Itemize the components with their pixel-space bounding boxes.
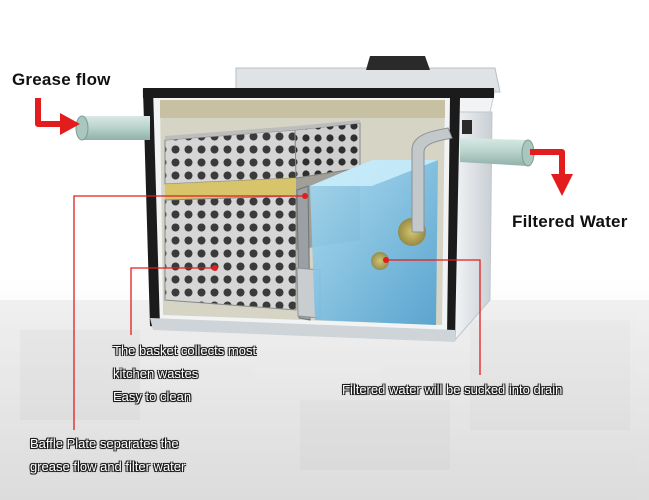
basket-annotation-line: Easy to clean xyxy=(113,389,192,404)
drain-annotation-line: Filtered water will be sucked into drain xyxy=(342,382,563,397)
drain-callout-dot xyxy=(383,257,389,263)
basket-annotation-line: The basket collects most xyxy=(113,343,257,358)
baffle-annotation-line: Baffle Plate separates the xyxy=(30,436,179,451)
basket-callout-line xyxy=(130,267,215,335)
inlet-pipe xyxy=(75,115,150,141)
basket-annotation-line: kitchen wastes xyxy=(113,366,199,381)
tank-lid xyxy=(235,56,501,93)
basket-callout-dot xyxy=(212,265,218,271)
basket-annotation: The basket collects most kitchen wastes … xyxy=(113,339,256,408)
flow-in-arrow-icon xyxy=(35,98,80,135)
drain-pipe xyxy=(411,127,453,233)
baffle-annotation: Baffle Plate separates the grease flow a… xyxy=(30,432,185,478)
grease-droplet xyxy=(371,252,389,270)
baffle-callout-dot xyxy=(302,193,308,199)
outlet-pipe xyxy=(460,120,535,167)
callout-lines xyxy=(73,193,481,430)
baffle-callout-line xyxy=(73,195,305,430)
baffle-annotation-line: grease flow and filter water xyxy=(30,459,186,474)
filtered-water-label: Filtered Water xyxy=(512,212,628,231)
flow-out-arrow-icon xyxy=(530,149,573,196)
baffle-plate xyxy=(296,185,321,321)
drain-annotation: Filtered water will be sucked into drain xyxy=(342,378,562,401)
grease-flow-label: Grease flow xyxy=(12,70,111,89)
drain-callout-line xyxy=(386,259,481,375)
